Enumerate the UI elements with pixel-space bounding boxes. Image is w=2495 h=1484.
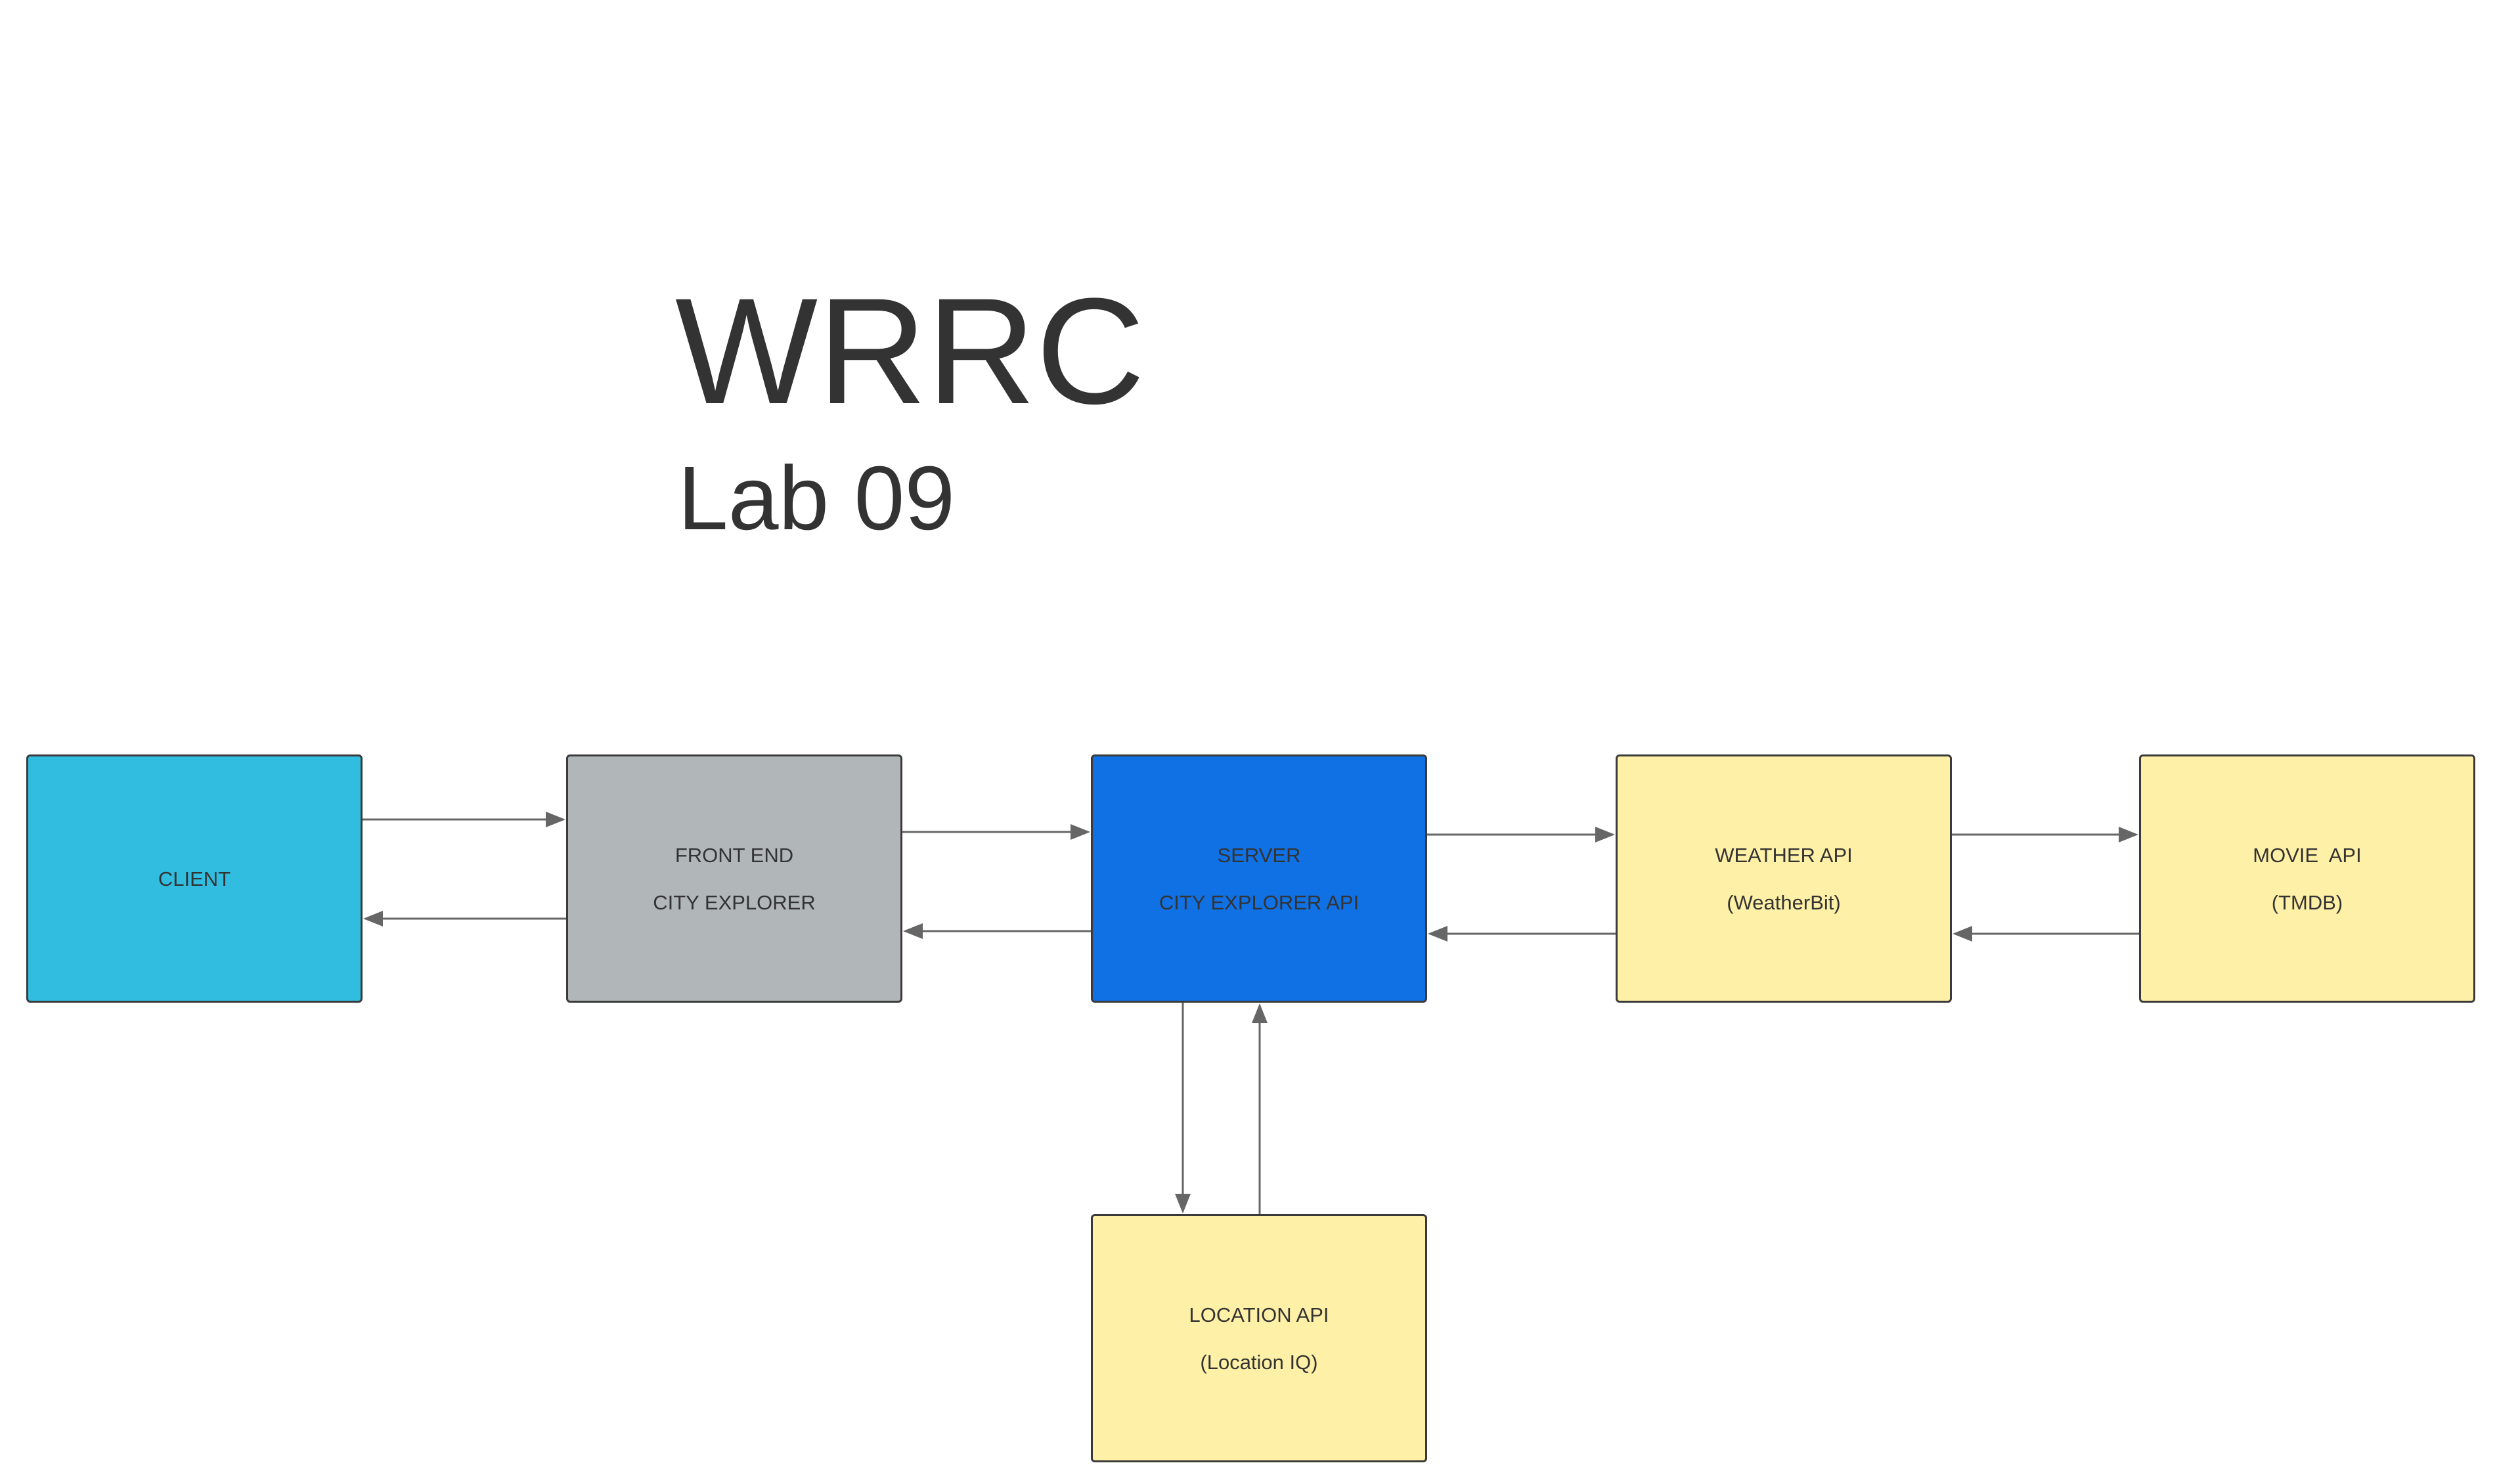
frontend-label: FRONT END bbox=[674, 843, 794, 867]
weather-api-sublabel: (WeatherBit) bbox=[1727, 890, 1841, 914]
server-sublabel: CITY EXPLORER API bbox=[1159, 890, 1359, 914]
movie-api-label: MOVIE API bbox=[2253, 843, 2362, 867]
location-api-label: LOCATION API bbox=[1189, 1303, 1329, 1326]
server-label: SERVER bbox=[1217, 843, 1301, 867]
movie-api-box: MOVIE API (TMDB) bbox=[2139, 754, 2475, 1003]
frontend-box: FRONT END CITY EXPLORER bbox=[566, 754, 902, 1003]
location-api-sublabel: (Location IQ) bbox=[1200, 1350, 1318, 1374]
client-label: CLIENT bbox=[158, 867, 231, 890]
weather-api-label: WEATHER API bbox=[1715, 843, 1853, 867]
weather-api-box: WEATHER API (WeatherBit) bbox=[1616, 754, 1952, 1003]
movie-api-sublabel: (TMDB) bbox=[2271, 890, 2343, 914]
diagram-subtitle: Lab 09 bbox=[678, 448, 956, 549]
client-box: CLIENT bbox=[26, 754, 363, 1003]
server-box: SERVER CITY EXPLORER API bbox=[1091, 754, 1427, 1003]
frontend-sublabel: CITY EXPLORER bbox=[653, 890, 816, 914]
location-api-box: LOCATION API (Location IQ) bbox=[1091, 1214, 1427, 1462]
diagram-title: WRRC bbox=[675, 267, 1145, 435]
